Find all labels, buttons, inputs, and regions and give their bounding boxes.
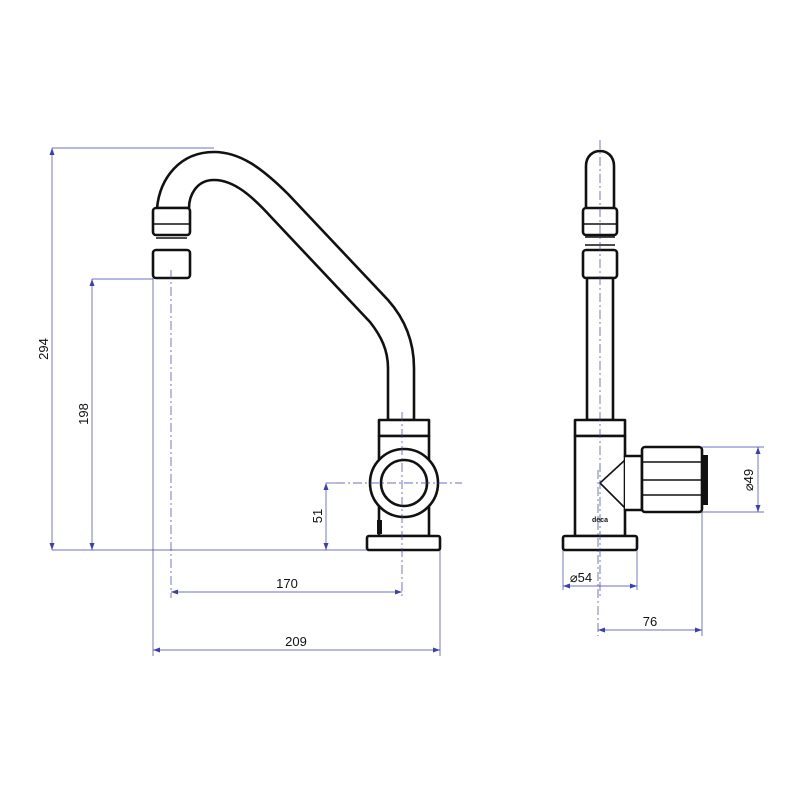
dimension-label-49: ⌀49	[741, 469, 756, 491]
dimension-label-198: 198	[76, 403, 91, 425]
aerator	[151, 206, 192, 280]
dimension-label-51: 51	[310, 509, 325, 523]
spout-tube	[155, 150, 416, 422]
dimension-label-170: 170	[276, 576, 298, 591]
dimension-label-294: 294	[36, 338, 51, 360]
side-view: deca ⌀49 ⌀54 76	[561, 140, 764, 636]
dimension-label-209: 209	[285, 634, 307, 649]
dimension-label-76: 76	[643, 614, 657, 629]
valve-body	[365, 418, 442, 552]
side-valve-body: deca	[561, 418, 708, 552]
dimension-label-54: ⌀54	[570, 570, 592, 585]
front-view: 294 198 51 170 209	[36, 147, 462, 656]
